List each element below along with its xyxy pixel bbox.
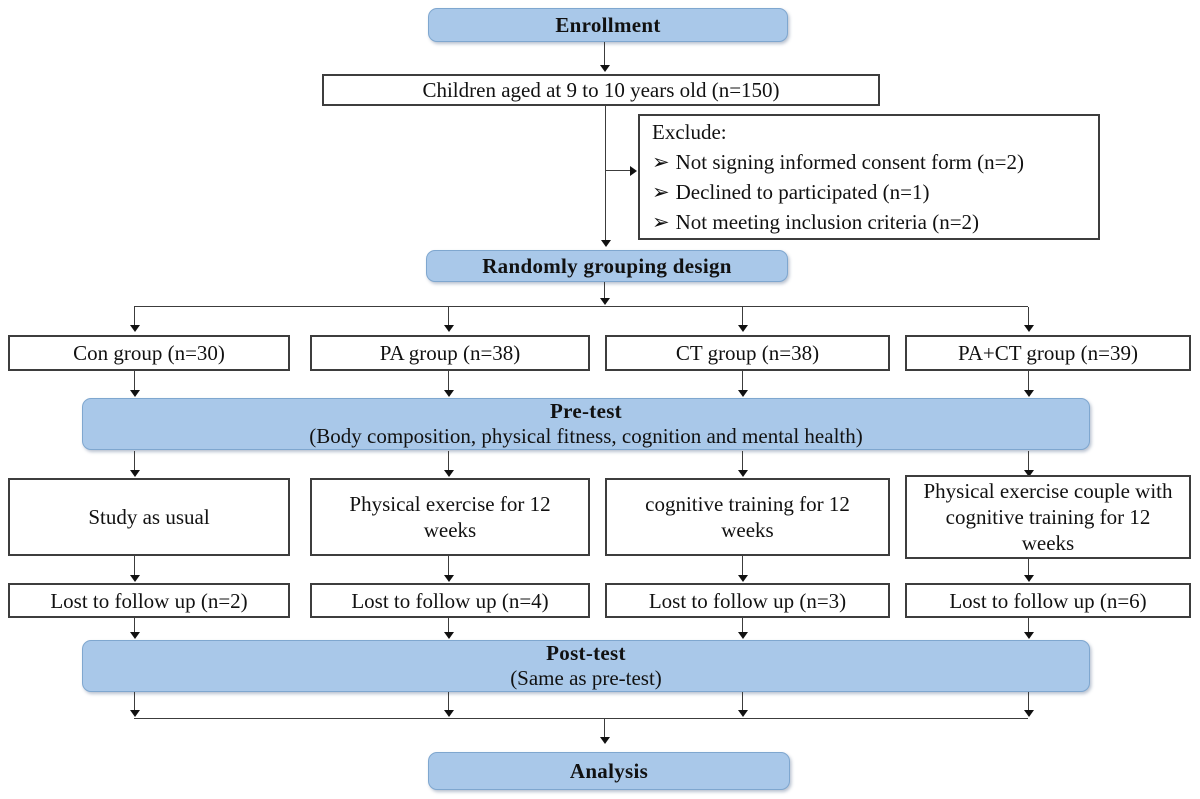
followup-box-con: Lost to follow up (n=2) [8,583,290,618]
analysis-banner: Analysis [428,752,790,790]
arrow-split-to-group-3 [738,307,748,332]
exclusion-box: Exclude: ➢Not signing informed consent f… [638,114,1100,240]
randomization-banner: Randomly grouping design [426,250,788,282]
group-box-con: Con group (n=30) [8,335,290,371]
intervention-label: Physical exercise couple with cognitive … [923,479,1173,555]
group-label: CT group (n=38) [675,341,820,365]
arrow-merge-to-analysis [600,719,610,744]
arrow-group2-to-pretest [444,371,454,397]
arrow-split-to-group-2 [444,307,454,332]
arrow-int1-to-lost1 [130,556,140,582]
arrow-group4-to-pretest [1024,371,1034,397]
arrow-pretest-to-int1 [130,451,140,477]
posttest-subtitle: (Same as pre-test) [510,666,662,690]
followup-label: Lost to follow up (n=2) [50,588,248,613]
intervention-box-ct: cognitive training for 12 weeks [605,478,890,556]
enrollment-banner: Enrollment [428,8,788,42]
pretest-subtitle: (Body composition, physical fitness, cog… [309,424,863,448]
eligibility-box: Children aged at 9 to 10 years old (n=15… [322,74,880,106]
posttest-title: Post-test [546,641,626,665]
arrow-lost1-to-posttest [130,618,140,639]
arrow-int4-to-lost4 [1024,559,1034,582]
followup-label: Lost to follow up (n=4) [351,588,549,613]
arrow-posttest-merge-2 [444,692,454,717]
intervention-box-pact: Physical exercise couple with cognitive … [905,475,1191,559]
arrow-pretest-to-int4 [1024,451,1034,477]
arrow-int3-to-lost3 [738,556,748,582]
enrollment-label: Enrollment [555,12,661,37]
followup-label: Lost to follow up (n=6) [949,588,1147,613]
group-box-ct: CT group (n=38) [605,335,890,371]
arrow-posttest-merge-4 [1024,692,1034,717]
randomization-label: Randomly grouping design [482,253,732,278]
intervention-label: Study as usual [88,505,210,529]
arrow-lost3-to-posttest [738,618,748,639]
exclusion-item: ➢Not meeting inclusion criteria (n=2) [652,210,980,234]
split-line-top [134,306,1028,307]
arrow-split-to-group-1 [130,307,140,332]
followup-box-pact: Lost to follow up (n=6) [905,583,1191,618]
intervention-label: Physical exercise for 12 weeks [349,492,551,542]
arrow-enrollment-to-eligibility [600,42,610,72]
pretest-title: Pre-test [550,399,622,423]
group-label: PA+CT group (n=39) [957,341,1139,365]
exclusion-title: Exclude: [652,120,727,144]
followup-box-pa: Lost to follow up (n=4) [310,583,590,618]
eligibility-label: Children aged at 9 to 10 years old (n=15… [422,78,780,102]
arrow-pretest-to-int2 [444,451,454,477]
arrow-randomization-to-split [600,282,610,305]
arrow-split-to-group-4 [1024,307,1034,332]
arrow-lost2-to-posttest [444,618,454,639]
arrow-posttest-merge-1 [130,692,140,717]
arrow-int2-to-lost2 [444,556,454,582]
intervention-box-con: Study as usual [8,478,290,556]
merge-line-bottom [134,718,1028,719]
pretest-banner: Pre-test (Body composition, physical fit… [82,398,1090,450]
followup-label: Lost to follow up (n=3) [648,588,847,613]
arrow-group3-to-pretest [738,371,748,397]
arrow-branch-to-exclusion [605,166,637,176]
followup-box-ct: Lost to follow up (n=3) [605,583,890,618]
arrow-bullet-icon: ➢ [652,180,670,204]
group-label: PA group (n=38) [379,341,521,365]
arrow-eligibility-to-randomization [601,106,611,247]
arrow-lost4-to-posttest [1024,618,1034,639]
arrow-group1-to-pretest [130,371,140,397]
posttest-banner: Post-test (Same as pre-test) [82,640,1090,692]
intervention-box-pa: Physical exercise for 12 weeks [310,478,590,556]
arrow-pretest-to-int3 [738,451,748,477]
intervention-label: cognitive training for 12 weeks [645,492,850,542]
group-box-pa: PA group (n=38) [310,335,590,371]
analysis-label: Analysis [569,758,649,783]
group-label: Con group (n=30) [73,341,225,365]
arrow-bullet-icon: ➢ [652,210,670,234]
exclusion-item: ➢Declined to participated (n=1) [652,180,930,204]
group-box-pact: PA+CT group (n=39) [905,335,1191,371]
exclusion-item: ➢Not signing informed consent form (n=2) [652,150,1024,174]
arrow-bullet-icon: ➢ [652,150,670,174]
arrow-posttest-merge-3 [738,692,748,717]
